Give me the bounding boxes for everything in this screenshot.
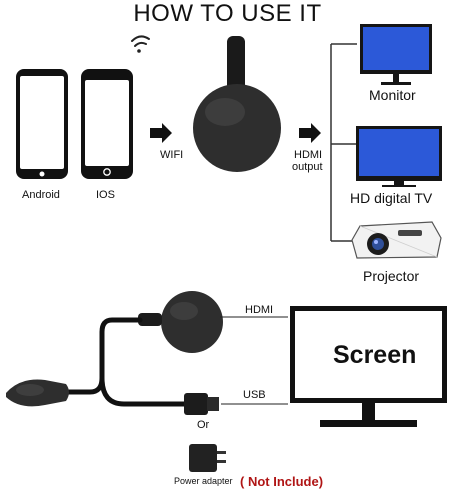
tv-icon	[356, 126, 442, 187]
monitor-icon	[360, 24, 432, 85]
power-adapter-icon	[189, 444, 226, 472]
hdmi-output-label-line2: output	[292, 161, 323, 173]
android-label: Android	[22, 189, 60, 201]
output-bracket	[330, 43, 357, 242]
hd-tv-label: HD digital TV	[350, 190, 433, 206]
hdmi-label: HDMI	[245, 304, 274, 316]
wifi-arrow	[150, 123, 172, 143]
screen-monitor-icon	[290, 306, 447, 427]
usb-plug-icon	[184, 393, 219, 415]
hdmi-arrow	[299, 123, 321, 143]
ios-phone-icon	[81, 69, 133, 179]
cables	[65, 317, 187, 407]
usb-label: USB	[243, 389, 266, 401]
projector-icon	[351, 221, 442, 259]
power-brick-icon	[6, 379, 69, 407]
monitor-label: Monitor	[369, 87, 416, 103]
wifi-icon	[131, 35, 150, 53]
or-label: Or	[197, 419, 210, 431]
hdmi-output-label-line1: HDMI	[294, 149, 323, 161]
page-title: HOW TO USE IT	[133, 0, 322, 27]
screen-label: Screen	[333, 341, 417, 369]
power-adapter-label: Power adapter	[174, 476, 233, 486]
ios-label: IOS	[96, 189, 115, 201]
wifi-label: WIFI	[160, 149, 184, 161]
not-include-label: ( Not Include)	[240, 474, 324, 489]
projector-label: Projector	[363, 268, 420, 284]
bottom-dongle-icon	[138, 291, 223, 353]
chromecast-dongle-icon	[193, 36, 281, 172]
android-phone-icon	[16, 69, 68, 179]
